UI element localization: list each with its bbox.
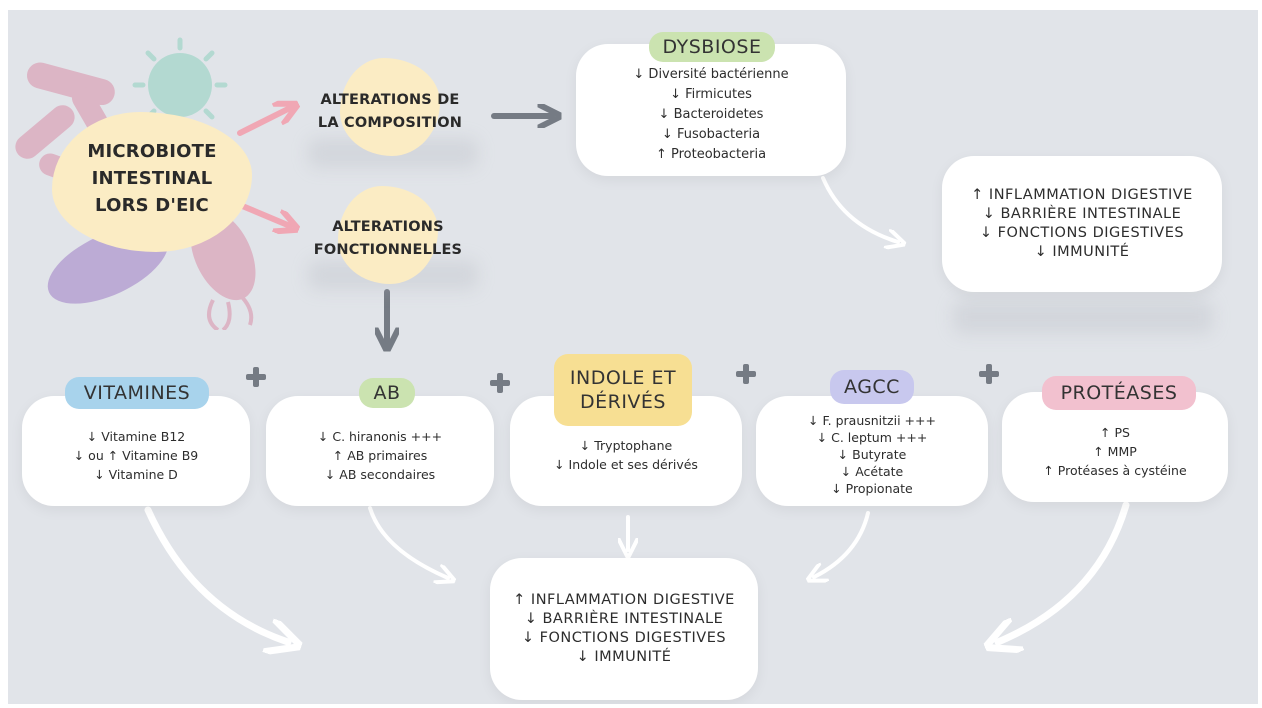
arrow-to-composition <box>237 108 290 136</box>
indole-tag-line: DÉRIVÉS <box>579 391 666 413</box>
dysbiose-tag: DYSBIOSE <box>649 32 775 62</box>
proteases-tag: PROTÉASES <box>1042 376 1196 410</box>
arrow-agcc <box>814 511 870 577</box>
ab-item: ↓ C. hiranonis +++ <box>317 428 443 444</box>
composition-label-line: LA COMPOSITION <box>317 115 463 131</box>
vitamines-box: ↓ Vitamine B12 ↓ ou ↑ Vitamine B9 ↓ Vita… <box>22 396 250 506</box>
agcc-item: ↓ Propionate <box>831 480 913 496</box>
outcome-top-box: ↑ INFLAMMATION DIGESTIVE ↓ BARRIÈRE INTE… <box>942 156 1222 292</box>
arrows-layer <box>144 10 1130 704</box>
indole-tag-line: INDOLE ET <box>569 367 677 389</box>
dysbiose-item: ↓ Fusobacteria <box>661 127 761 142</box>
proteases-box: ↑ PS ↑ MMP ↑ Protéases à cystéine <box>1002 392 1228 502</box>
functional-blob <box>338 186 438 284</box>
vitamines-item: ↓ ou ↑ Vitamine B9 <box>73 447 199 463</box>
vitamines-item: ↓ Vitamine B12 <box>86 428 186 444</box>
outcome-item: ↓ FONCTIONS DIGESTIVES <box>521 630 727 646</box>
center-title-line: MICROBIOTE <box>87 141 217 162</box>
center-blob <box>52 112 252 252</box>
functional-label-line: FONCTIONNELLES <box>313 242 463 258</box>
plus-icon <box>979 364 999 384</box>
plus-icon <box>736 364 756 384</box>
functional-label: ALTERATIONS FONCTIONNELLES <box>288 216 488 262</box>
ab-item: ↓ AB secondaires <box>324 466 436 482</box>
dysbiose-box: ↓ Diversité bactérienne ↓ Firmicutes ↓ B… <box>576 44 846 176</box>
ab-item: ↑ AB primaires <box>332 447 428 463</box>
outcome-item: ↑ INFLAMMATION DIGESTIVE <box>513 592 735 608</box>
proteases-item: ↑ PS <box>1100 424 1130 440</box>
vitamines-item: ↓ Vitamine D <box>94 466 178 482</box>
center-title-line: LORS D'EIC <box>95 195 209 216</box>
composition-label-line: ALTERATIONS DE <box>320 92 460 108</box>
plus-icon <box>490 373 510 393</box>
plus-icon <box>246 367 266 387</box>
agcc-item: ↓ C. leptum +++ <box>816 429 928 445</box>
agcc-tag: AGCC <box>830 370 914 404</box>
outcome-item: ↓ IMMUNITÉ <box>1034 244 1130 260</box>
bacteria-illustration <box>15 37 256 330</box>
indole-item: ↓ Indole et ses dérivés <box>554 457 698 472</box>
ab-box: ↓ C. hiranonis +++ ↑ AB primaires ↓ AB s… <box>266 396 494 506</box>
proteases-item: ↑ MMP <box>1093 443 1137 459</box>
dysbiose-item: ↓ Diversité bactérienne <box>633 67 789 82</box>
ab-tag: AB <box>359 378 415 408</box>
indole-tag: INDOLE ET DÉRIVÉS <box>554 354 692 426</box>
agcc-item: ↓ F. prausnitzii +++ <box>808 412 936 428</box>
functional-label-line: ALTERATIONS <box>332 219 444 235</box>
center-title-line: INTESTINAL <box>91 168 213 189</box>
vitamines-tag: VITAMINES <box>65 377 209 409</box>
outcome-bottom-box: ↑ INFLAMMATION DIGESTIVE ↓ BARRIÈRE INTE… <box>490 558 758 700</box>
dysbiose-item: ↓ Bacteroidetes <box>658 107 764 122</box>
dysbiose-item: ↓ Firmicutes <box>670 87 752 102</box>
agcc-box: ↓ F. prausnitzii +++ ↓ C. leptum +++ ↓ B… <box>756 396 988 506</box>
arrow-vitamines <box>144 506 288 642</box>
arrow-to-outcome-top <box>821 176 898 242</box>
arrow-to-functional <box>237 202 290 226</box>
outcome-item: ↓ BARRIÈRE INTESTINALE <box>524 611 724 627</box>
indole-item: ↓ Tryptophane <box>579 438 673 453</box>
center-title: MICROBIOTE INTESTINAL LORS D'EIC <box>58 138 246 219</box>
outcome-item: ↓ BARRIÈRE INTESTINALE <box>982 206 1182 222</box>
outcome-item: ↑ INFLAMMATION DIGESTIVE <box>971 187 1193 203</box>
arrow-proteases <box>998 501 1130 642</box>
outcome-top-shadow <box>953 300 1213 334</box>
composition-blob <box>340 58 440 156</box>
agcc-item: ↓ Butyrate <box>837 446 907 462</box>
diagram-canvas: MICROBIOTE INTESTINAL LORS D'EIC ALTERAT… <box>8 10 1258 704</box>
outcome-item: ↓ IMMUNITÉ <box>576 649 672 665</box>
outcome-item: ↓ FONCTIONS DIGESTIVES <box>979 225 1185 241</box>
agcc-item: ↓ Acétate <box>840 463 904 479</box>
composition-label: ALTERATIONS DE LA COMPOSITION <box>290 89 490 135</box>
arrow-ab <box>368 506 448 578</box>
dysbiose-item: ↑ Proteobacteria <box>655 147 767 162</box>
proteases-item: ↑ Protéases à cystéine <box>1043 462 1187 478</box>
